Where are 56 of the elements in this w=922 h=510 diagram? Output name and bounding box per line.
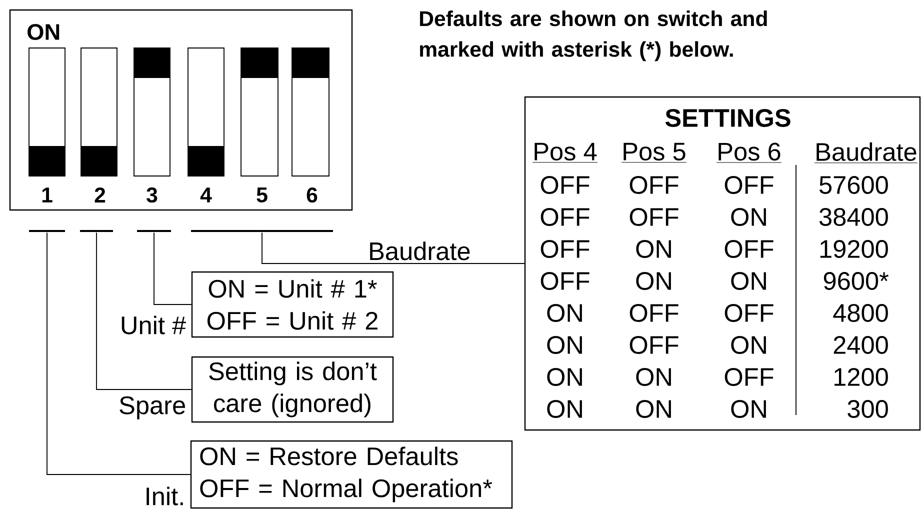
table-cell: ON	[547, 304, 582, 322]
leader-line	[46, 232, 191, 475]
note-box: ON = Unit # 1* OFF = Unit # 2	[191, 271, 394, 338]
switch-number: 3	[146, 187, 158, 203]
note: Defaults are shown on switch and marked with asterisk (*) below.	[420, 10, 767, 62]
table-cell: ON	[731, 208, 766, 226]
table-cell: OFF	[630, 208, 678, 226]
table-title: SETTINGS	[665, 109, 790, 127]
table-cell: 9600*	[824, 272, 889, 290]
table-cell: OFF	[540, 176, 590, 194]
side-label: Unit #	[122, 316, 186, 334]
table-cell: 300	[848, 400, 888, 418]
column-header: Baudrate	[814, 142, 918, 164]
switch-number: 4	[200, 188, 212, 202]
switch-number: 2	[94, 188, 106, 202]
table-cell: ON	[731, 272, 766, 290]
table-cell: 2400	[834, 336, 888, 354]
table-cell: OFF	[630, 304, 678, 322]
switch-number: 1	[42, 188, 52, 202]
table-cell: ON	[636, 368, 671, 386]
table-cell: ON	[636, 240, 671, 258]
table-cell: 19200	[820, 240, 888, 258]
table-cell: OFF	[724, 176, 774, 194]
table-cell: OFF	[630, 176, 678, 194]
switch-number: 5	[256, 188, 268, 202]
side-label: Spare	[120, 396, 185, 420]
leader-line	[262, 232, 525, 264]
column-header: Pos 5	[621, 142, 687, 163]
table-cell: 57600	[820, 176, 888, 194]
edge-label: Baudrate	[370, 242, 470, 260]
table-cell: ON	[547, 400, 582, 418]
leader-line	[96, 232, 192, 390]
table-cell: OFF	[724, 240, 774, 258]
table-cell: OFF	[540, 272, 590, 290]
switch-number: 6	[306, 187, 318, 203]
table-cell: OFF	[630, 336, 678, 354]
table-cell: ON	[636, 272, 671, 290]
table-cell: ON	[731, 336, 766, 354]
note-box: Setting is don’t care (ignored)	[191, 356, 394, 423]
table-cell: ON	[636, 400, 671, 418]
table-cell: ON	[731, 400, 766, 418]
note-box: ON = Restore Defaults OFF = Normal Operation*	[190, 440, 513, 509]
table-cell: ON	[547, 368, 582, 386]
on-label: ON	[28, 24, 60, 40]
table-cell: 38400	[819, 208, 888, 226]
table-cell: 4800	[833, 304, 888, 322]
column-header: Pos 6	[716, 142, 782, 163]
table-cell: OFF	[540, 240, 590, 258]
side-label: Init.	[146, 486, 183, 506]
table-cell: OFF	[724, 304, 774, 322]
leader-line	[154, 232, 192, 305]
table-cell: OFF	[540, 208, 590, 226]
column-header: Pos 4	[532, 142, 598, 163]
table-cell: OFF	[724, 368, 774, 386]
table-cell: 1200	[834, 368, 888, 386]
table-cell: ON	[547, 336, 582, 354]
